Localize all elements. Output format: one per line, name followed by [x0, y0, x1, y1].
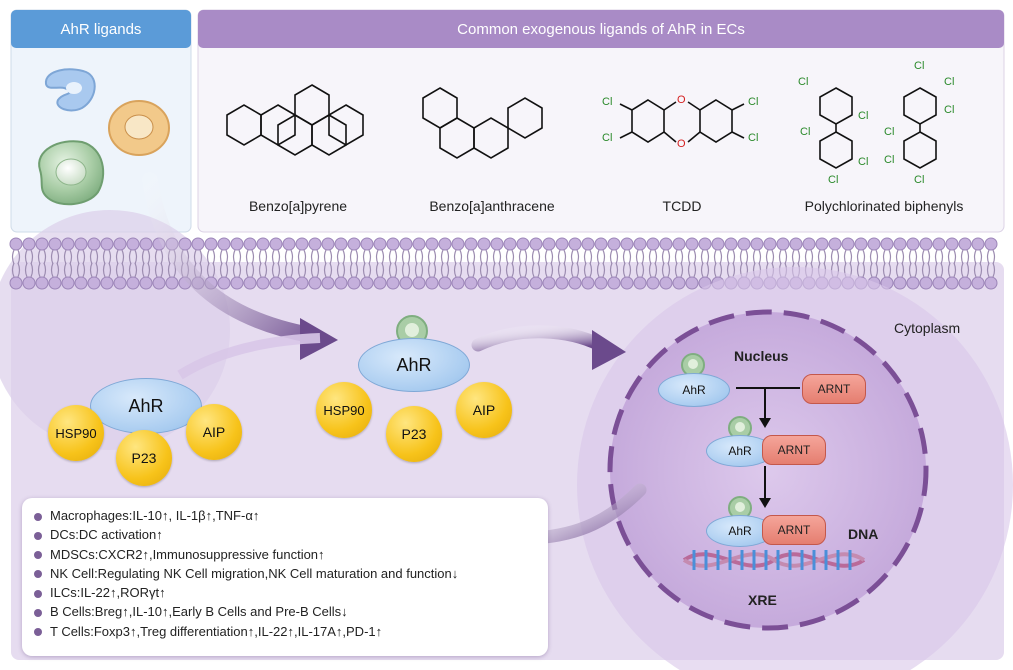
effect-item: Macrophages:IL-10↑, IL-1β↑,TNF-α↑: [34, 506, 548, 525]
nucleus-arnt-step3: ARNT: [762, 515, 826, 545]
green-cell-icon: [38, 140, 105, 206]
effect-item: ILCs:IL-22↑,RORγt↑: [34, 583, 548, 602]
effect-text: T Cells:Foxp3↑,Treg differentiation↑,IL-…: [50, 623, 383, 639]
pcb-structure: [819, 87, 937, 169]
tcdd-cl-2: Cl: [602, 132, 613, 144]
dna-label: DNA: [848, 526, 879, 542]
pcb-cl-10: Cl: [884, 154, 895, 166]
cytoplasm-label: Cytoplasm: [894, 320, 961, 336]
nucleus-arnt-step1: ARNT: [802, 374, 866, 404]
ligand-nucleus-1-icon: [681, 353, 705, 377]
pcb-cl-2: Cl: [858, 110, 869, 122]
bullet-icon: [34, 551, 42, 560]
effect-text: ILCs:IL-22↑,RORγt↑: [50, 585, 166, 601]
nucleus-label: Nucleus: [734, 348, 789, 364]
ahr-complex-left: AhR: [90, 378, 202, 434]
tcdd-o-2: O: [677, 138, 686, 150]
tcdd-cl-4: Cl: [748, 132, 759, 144]
pcb-cl-1: Cl: [798, 76, 809, 88]
nucleus-arnt-step2: ARNT: [762, 435, 826, 465]
compound-label-tcdd: TCDD: [662, 198, 702, 214]
nucleus-step-lines: [736, 387, 800, 500]
pcb-cl-6: Cl: [914, 60, 925, 72]
compound-label-pcb: Polychlorinated biphenyls: [804, 198, 964, 214]
ligand-entry-arrow: [142, 172, 318, 343]
hsp90-bound: HSP90: [316, 382, 372, 438]
compound-label-benzoanthracene: Benzo[a]anthracene: [429, 198, 555, 214]
effect-item: DCs:DC activation↑: [34, 525, 548, 544]
effect-item: NK Cell:Regulating NK Cell migration,NK …: [34, 564, 548, 583]
to-effects-arrow: [528, 483, 647, 545]
immune-effects-box: Macrophages:IL-10↑, IL-1β↑,TNF-α↑ DCs:DC …: [22, 498, 548, 656]
tcdd-structure: [619, 99, 745, 143]
effect-text: DCs:DC activation↑: [50, 527, 163, 543]
pcb-cl-7: Cl: [944, 76, 955, 88]
hsp90-left: HSP90: [48, 405, 104, 461]
xre-label: XRE: [748, 592, 777, 608]
aip-bound: AIP: [456, 382, 512, 438]
tcdd-o-1: O: [677, 94, 686, 106]
step-arrowhead-1: [759, 418, 771, 428]
tcdd-cl-1: Cl: [602, 96, 613, 108]
bullet-icon: [34, 570, 42, 579]
bullet-icon: [34, 512, 42, 521]
ligands-header-bg: [11, 10, 191, 48]
pcb-cl-4: Cl: [858, 156, 869, 168]
effect-text: MDSCs:CXCR2↑,Immunosuppressive function↑: [50, 546, 325, 562]
ligands-header: AhR ligands: [60, 20, 142, 38]
effect-item: T Cells:Foxp3↑,Treg differentiation↑,IL-…: [34, 622, 548, 641]
to-nucleus-arrow: [471, 325, 607, 352]
bullet-icon: [34, 589, 42, 598]
aip-left: AIP: [186, 404, 242, 460]
nucleus-ahr-step1: AhR: [658, 373, 730, 407]
pcb-cl-11: Cl: [914, 174, 925, 186]
p23-bound: P23: [386, 406, 442, 462]
effect-text: NK Cell:Regulating NK Cell migration,NK …: [50, 565, 459, 581]
to-nucleus-arrowhead: [592, 330, 626, 370]
pcb-cl-5: Cl: [828, 174, 839, 186]
bullet-icon: [34, 628, 42, 637]
benzo-a-anthracene-structure: [422, 87, 543, 159]
exogenous-header-bg: [198, 10, 1004, 48]
step-arrowhead-2: [759, 498, 771, 508]
p23-left: P23: [116, 430, 172, 486]
orange-cell-icon: [108, 100, 170, 156]
immune-effects-list: Macrophages:IL-10↑, IL-1β↑,TNF-α↑ DCs:DC …: [22, 498, 548, 641]
bullet-icon: [34, 609, 42, 618]
effect-item: B Cells:Breg↑,IL-10↑,Early B Cells and P…: [34, 602, 548, 621]
bullet-icon: [34, 531, 42, 540]
effect-text: B Cells:Breg↑,IL-10↑,Early B Cells and P…: [50, 604, 348, 620]
blue-cell-icon: [44, 68, 96, 112]
effect-text: Macrophages:IL-10↑, IL-1β↑,TNF-α↑: [50, 508, 260, 523]
pcb-cl-3: Cl: [800, 126, 811, 138]
ahr-complex-bound: AhR: [358, 338, 470, 392]
pcb-cl-9: Cl: [884, 126, 895, 138]
pcb-cl-8: Cl: [944, 104, 955, 116]
tcdd-cl-3: Cl: [748, 96, 759, 108]
compound-label-benzopyrene: Benzo[a]pyrene: [248, 198, 348, 214]
benzo-a-pyrene-structure: [226, 84, 364, 156]
exogenous-header: Common exogenous ligands of AhR in ECs: [457, 20, 745, 38]
effect-item: MDSCs:CXCR2↑,Immunosuppressive function↑: [34, 545, 548, 564]
dna-helix: [682, 550, 866, 570]
